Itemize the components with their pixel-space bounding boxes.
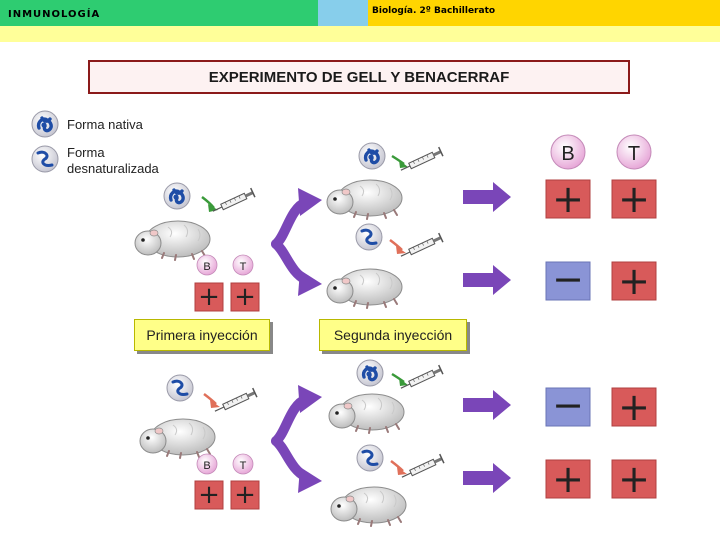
small-b-label: B bbox=[203, 261, 210, 273]
guinea-pig-icon bbox=[328, 393, 405, 434]
first-injection-button[interactable]: Primera inyección bbox=[134, 319, 270, 351]
header-bar-left bbox=[0, 0, 318, 26]
syringe-icon bbox=[399, 453, 445, 483]
header-b-circle bbox=[550, 134, 586, 170]
guinea-pig-icon bbox=[134, 220, 211, 261]
syringe-icon bbox=[398, 146, 444, 176]
header-strip bbox=[0, 26, 720, 42]
result-sign: + bbox=[552, 457, 584, 501]
second-injection-denatured-antigen-icon bbox=[357, 445, 383, 471]
result-sign: + bbox=[234, 480, 256, 510]
header-t-label: T bbox=[628, 143, 640, 165]
result-sign: − bbox=[552, 383, 584, 427]
result-box bbox=[545, 261, 591, 301]
result-box bbox=[611, 459, 657, 499]
fork-arrow-icon bbox=[276, 188, 322, 296]
first-injection-native-antigen-icon bbox=[164, 183, 190, 209]
header-bar-middle bbox=[318, 0, 368, 26]
header-b-label: B bbox=[561, 143, 574, 165]
syringe-icon bbox=[398, 364, 444, 394]
result-box bbox=[230, 282, 260, 312]
guinea-pig-icon bbox=[326, 179, 403, 220]
result-box bbox=[194, 282, 224, 312]
first-injection-denatured-antigen-icon bbox=[167, 375, 193, 401]
result-box bbox=[611, 179, 657, 219]
title-box: EXPERIMENTO DE GELL Y BENACERRAF bbox=[88, 60, 630, 94]
legend-denatured-label-line2: desnaturalizada bbox=[67, 161, 159, 176]
result-arrow-icon bbox=[463, 463, 511, 493]
legend-denatured-antigen-icon bbox=[32, 146, 58, 172]
small-t-label: T bbox=[240, 460, 247, 472]
result-sign: + bbox=[618, 259, 650, 303]
legend-denatured-label-line1: Forma bbox=[67, 145, 105, 160]
legend-native-label: Forma nativa bbox=[67, 117, 143, 132]
second-injection-native-antigen-icon bbox=[357, 360, 383, 386]
result-sign: + bbox=[234, 282, 256, 312]
result-box bbox=[230, 480, 260, 510]
second-injection-native-antigen-icon bbox=[359, 143, 385, 169]
syringe-icon bbox=[398, 232, 444, 262]
course-label: Biología. 2º Bachillerato bbox=[372, 6, 496, 16]
result-box bbox=[611, 387, 657, 427]
small-b-label: B bbox=[203, 460, 210, 472]
result-sign: + bbox=[618, 385, 650, 429]
result-arrow-icon bbox=[463, 265, 511, 295]
result-box bbox=[545, 387, 591, 427]
guinea-pig-icon bbox=[139, 418, 216, 459]
fork-arrow-icon bbox=[276, 385, 322, 493]
result-sign: + bbox=[618, 457, 650, 501]
subject-label: INMUNOLOGÍA bbox=[8, 9, 101, 20]
result-arrow-icon bbox=[463, 390, 511, 420]
second-injection-button[interactable]: Segunda inyección bbox=[319, 319, 467, 351]
syringe-icon bbox=[210, 187, 256, 217]
second-injection-denatured-antigen-icon bbox=[356, 224, 382, 250]
result-box bbox=[611, 261, 657, 301]
page-title: EXPERIMENTO DE GELL Y BENACERRAF bbox=[208, 68, 510, 86]
result-sign: + bbox=[552, 177, 584, 221]
result-box bbox=[545, 179, 591, 219]
small-t-label: T bbox=[240, 261, 247, 273]
result-arrow-icon bbox=[463, 182, 511, 212]
green-injection-arrow-icon bbox=[201, 196, 215, 209]
guinea-pig-icon bbox=[326, 268, 403, 309]
result-box bbox=[545, 459, 591, 499]
legend-native-antigen-icon bbox=[32, 111, 58, 137]
result-sign: + bbox=[198, 282, 220, 312]
syringe-icon bbox=[212, 387, 258, 417]
result-sign: + bbox=[198, 480, 220, 510]
header-t-circle bbox=[616, 134, 652, 170]
result-sign: + bbox=[618, 177, 650, 221]
result-box bbox=[194, 480, 224, 510]
result-sign: − bbox=[552, 257, 584, 301]
header-bar-right bbox=[368, 0, 720, 26]
guinea-pig-icon bbox=[330, 486, 407, 527]
